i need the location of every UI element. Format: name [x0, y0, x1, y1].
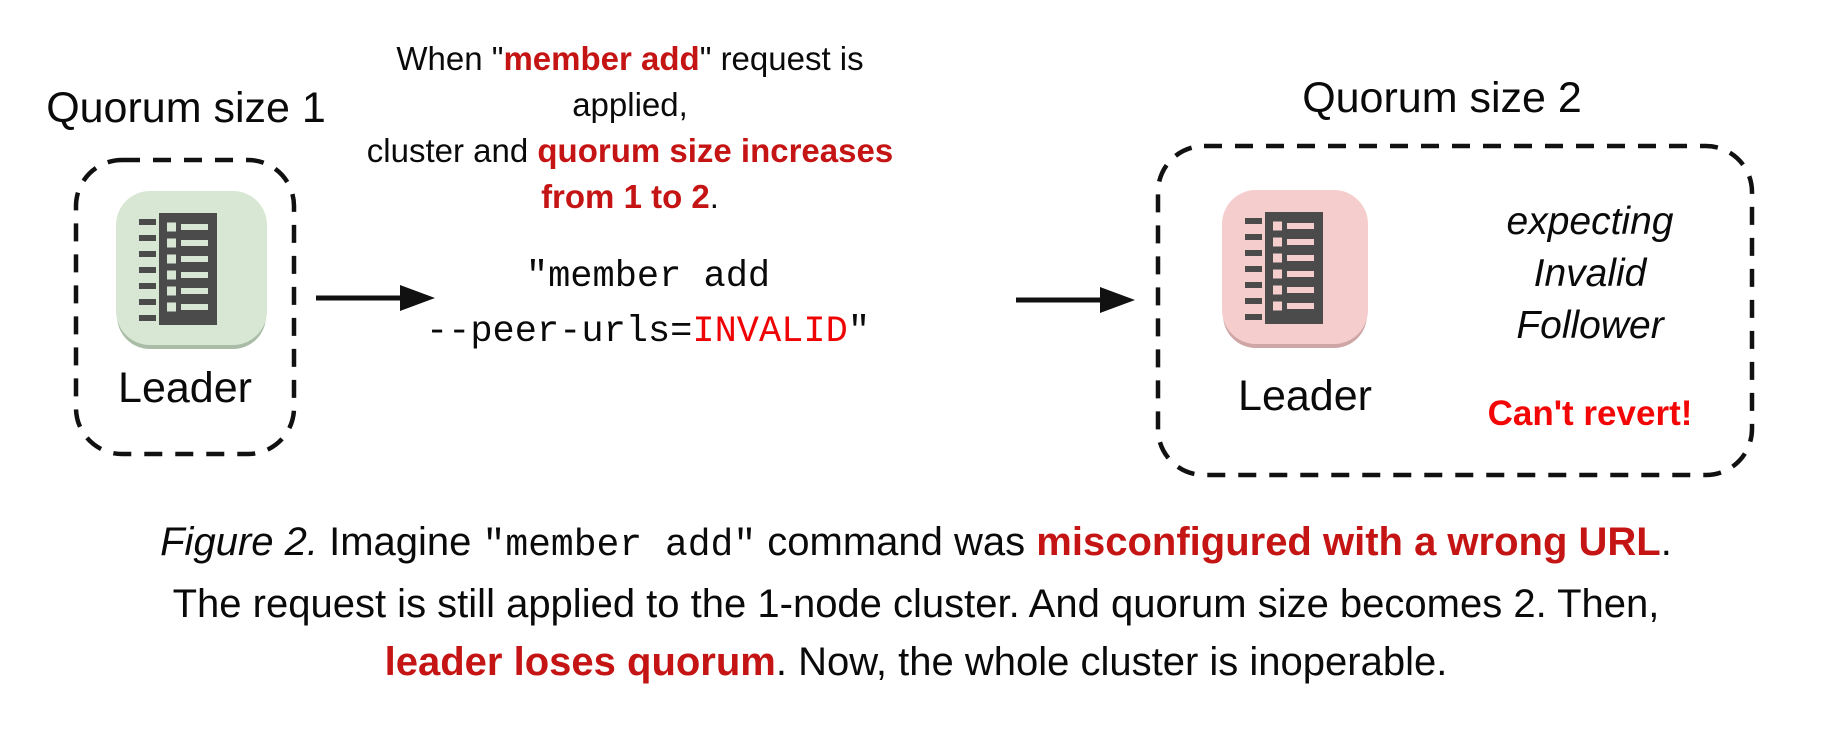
- expecting-line-3: Follower: [1516, 304, 1664, 347]
- quorum-size-2-label: Quorum size 2: [1302, 74, 1582, 122]
- command-line-1: "member add: [525, 256, 771, 298]
- right-leader-label: Leader: [1238, 372, 1372, 420]
- arrow-right-icon: [316, 285, 435, 311]
- caption-member-add-command: "member add": [482, 524, 757, 567]
- caption-line-3: leader loses quorum. Now, the whole clus…: [384, 640, 1448, 684]
- command-line-2: --peer-urls=INVALID": [425, 311, 871, 353]
- member-list-icon: [1245, 212, 1323, 324]
- expecting-invalid-follower-note: expecting Invalid Follower: [1430, 196, 1750, 352]
- member-add-annotation: When "member add" request is applied, cl…: [360, 36, 900, 220]
- expecting-line-2: Invalid: [1533, 252, 1647, 295]
- member-add-command: "member add --peer-urls=INVALID": [398, 250, 898, 360]
- leader-node-tile-green: [116, 191, 267, 345]
- invalid-url-text: INVALID: [692, 311, 848, 353]
- left-cluster-dashed-box: [73, 157, 297, 457]
- leader-node-tile-pink: [1222, 190, 1368, 344]
- member-list-icon: [139, 213, 217, 325]
- annotation-quorum-increase: quorum size increases: [537, 132, 894, 169]
- cant-revert-warning: Can't revert!: [1487, 394, 1693, 433]
- right-cluster-dashed-box: [1155, 143, 1755, 478]
- caption-line-1: Figure 2. Imagine "member add" command w…: [160, 520, 1672, 567]
- figure-number: Figure 2.: [160, 520, 318, 564]
- figure-caption: Figure 2. Imagine "member add" command w…: [0, 513, 1832, 691]
- annotation-line-1: When "member add" request is applied,: [396, 40, 864, 123]
- arrow-right-icon: [1016, 287, 1135, 313]
- annotation-line-3: from 1 to 2.: [541, 178, 719, 215]
- quorum-size-1-label: Quorum size 1: [46, 84, 326, 132]
- caption-misconfigured: misconfigured with a wrong URL: [1036, 520, 1661, 564]
- annotation-from-1-to-2: from 1 to 2: [541, 178, 710, 215]
- left-leader-label: Leader: [118, 364, 252, 412]
- annotation-line-2: cluster and quorum size increases: [366, 132, 894, 169]
- caption-leader-loses-quorum: leader loses quorum: [384, 640, 776, 684]
- expecting-line-1: expecting: [1506, 200, 1674, 243]
- annotation-member-add: member add: [503, 40, 700, 77]
- caption-line-2: The request is still applied to the 1-no…: [172, 582, 1660, 626]
